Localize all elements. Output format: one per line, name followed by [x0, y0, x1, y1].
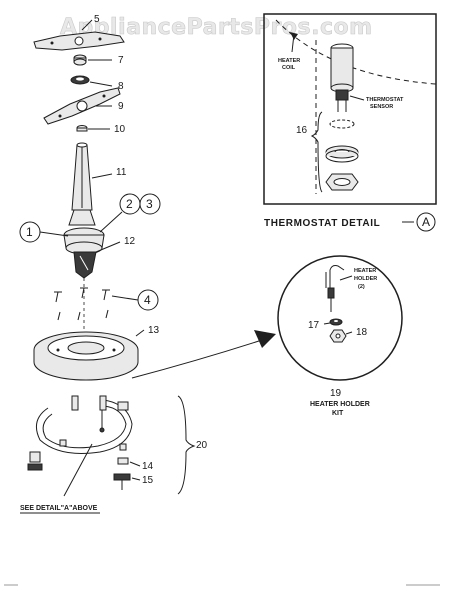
kit-label-1: HEATER HOLDER — [310, 401, 370, 408]
leader-18 — [345, 331, 353, 335]
part-9-label: 9 — [118, 101, 124, 112]
upper-spray-arm — [33, 31, 125, 51]
part-10-label: 10 — [114, 124, 126, 135]
leader-8 — [89, 81, 113, 87]
callout-circle-3 — [139, 193, 161, 215]
part-17-label: 17 — [308, 320, 320, 331]
pump-hub-12 — [63, 209, 105, 279]
leader-13 — [135, 329, 145, 337]
heating-element — [27, 395, 133, 471]
sensor-label-2: SENSOR — [370, 104, 393, 110]
bracket-20 — [177, 395, 196, 495]
leader-1 — [39, 231, 69, 237]
leader-11 — [91, 173, 113, 179]
thermostat-detail-title: THERMOSTAT DETAIL — [264, 218, 380, 229]
leader-12 — [95, 241, 121, 253]
part-5-label: 5 — [94, 14, 100, 25]
callout-1-label: 1 — [26, 225, 33, 239]
screws-4 — [54, 287, 110, 321]
thermostat-detail-box — [263, 13, 437, 205]
sump-base-13 — [33, 331, 139, 381]
callout-4-label: 4 — [144, 293, 151, 307]
heater-holder-label-2: HOLDER — [354, 276, 377, 282]
kit-label-2: KIT — [332, 410, 344, 417]
thermostat-nut — [325, 173, 359, 191]
heater-coil-label-1: HEATER — [278, 58, 300, 64]
see-detail-label: SEE DETAIL"A"ABOVE — [20, 505, 98, 512]
detail-arrow-line — [131, 339, 263, 379]
callout-3-label: 3 — [146, 197, 153, 211]
leader-see-detail — [63, 443, 93, 497]
nut-14 — [117, 457, 129, 465]
detail-a-label: A — [422, 215, 430, 229]
part-12-label: 12 — [124, 236, 136, 247]
leader-15 — [131, 477, 141, 481]
thermostat-sensor — [330, 43, 354, 112]
part-15-label: 15 — [142, 475, 154, 486]
heater-coil-label-2: COIL — [282, 65, 296, 71]
part-19-label: 19 — [330, 388, 342, 399]
part-13-label: 13 — [148, 325, 160, 336]
part-14-label: 14 — [142, 461, 154, 472]
bracket-16 — [310, 111, 323, 193]
lower-spray-arm — [43, 87, 121, 125]
callout-circle-4 — [137, 289, 159, 311]
leader-4 — [111, 295, 139, 301]
washer-10 — [76, 125, 88, 132]
heater-holder-label-1: HEATER — [354, 268, 376, 274]
callout-2-label: 2 — [126, 197, 133, 211]
heater-holder-detail-circle — [277, 255, 403, 381]
leader-2-3 — [99, 211, 123, 233]
shaft-tube-11 — [71, 142, 93, 211]
tub-outline-dashed — [275, 19, 437, 85]
heater-holder-bracket — [325, 265, 345, 312]
sensor-hole-dashed — [329, 119, 355, 129]
part-18-label: 18 — [356, 327, 368, 338]
sensor-label-1: THERMOSTAT — [366, 97, 404, 103]
part-7-label: 7 — [118, 55, 124, 66]
part-8-label: 8 — [118, 81, 124, 92]
part-20-label: 20 — [196, 440, 208, 451]
detail-a-circle — [416, 212, 436, 232]
nut-15 — [113, 473, 131, 490]
heater-holder-leader — [339, 275, 353, 281]
callout-circle-1 — [19, 221, 41, 243]
leader-14 — [129, 461, 141, 467]
part-11-label: 11 — [116, 167, 127, 178]
nut-7 — [73, 54, 87, 66]
heater-holder-label-3: (2) — [358, 284, 365, 290]
sensor-leader — [349, 95, 365, 101]
leader-17 — [323, 322, 331, 325]
detail-arrow-head — [254, 330, 276, 348]
thermostat-gasket — [325, 145, 359, 163]
part-16-label: 16 — [296, 125, 308, 136]
leader-5 — [81, 19, 93, 31]
seal-ring-8 — [70, 75, 90, 85]
